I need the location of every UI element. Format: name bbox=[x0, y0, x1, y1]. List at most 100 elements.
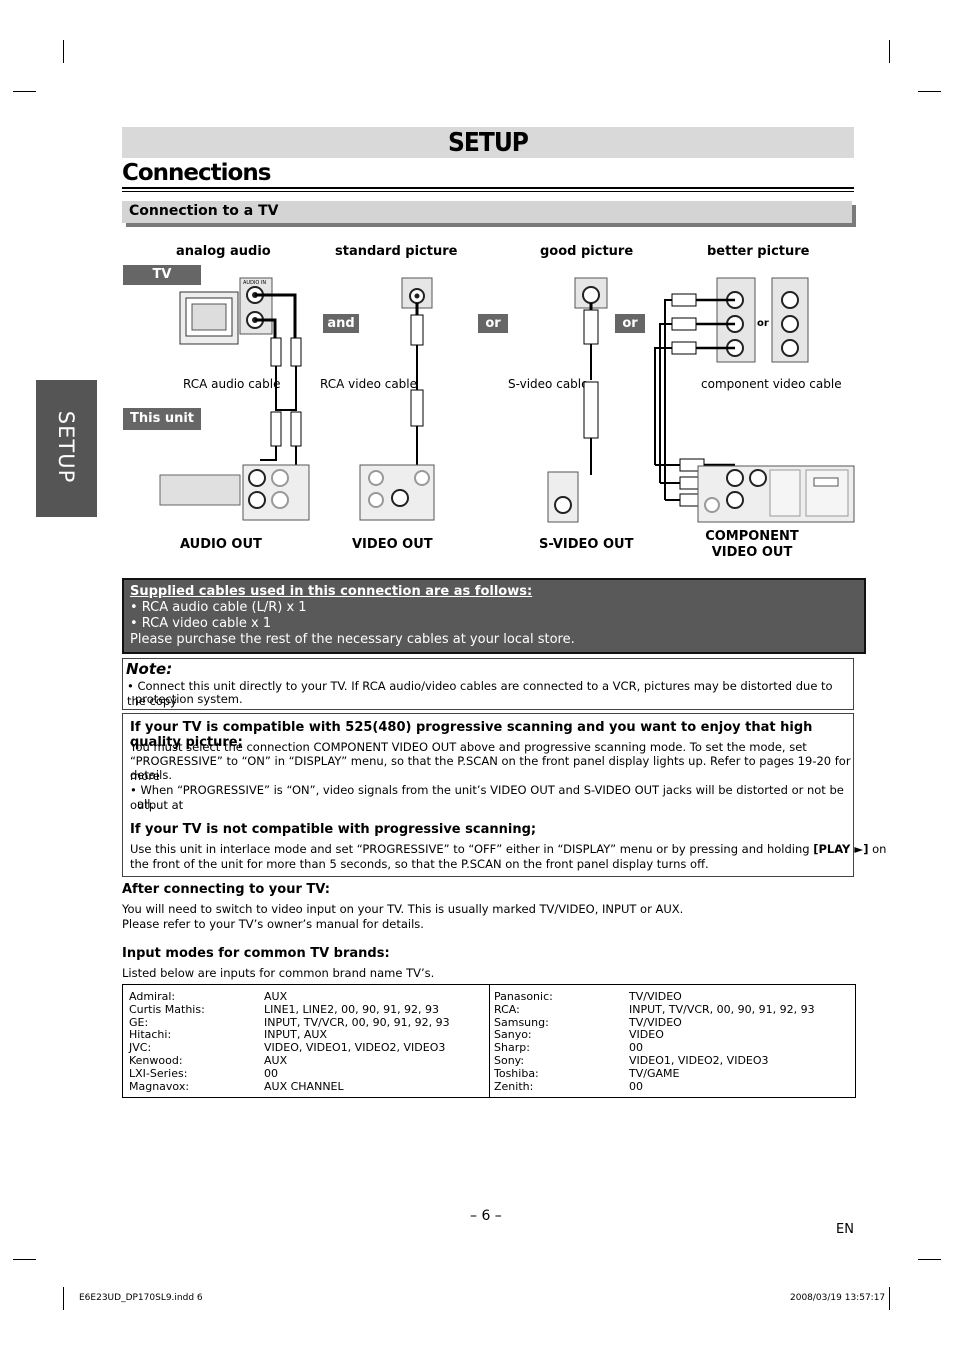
table-brand-cell: Hitachi: bbox=[129, 1028, 172, 1042]
table-mode-cell: INPUT, AUX bbox=[264, 1028, 327, 1042]
note-text: protection system. bbox=[135, 692, 243, 706]
column-label-standard-picture: standard picture bbox=[335, 244, 458, 259]
unit-component-out-panel bbox=[697, 465, 855, 523]
table-mode-cell: 00 bbox=[629, 1041, 643, 1055]
title-rule bbox=[122, 187, 854, 189]
table-mode-cell: TV/GAME bbox=[629, 1066, 680, 1080]
brand-table: Admiral: AUX Curtis Mathis: LINE1, LINE2, 0… bbox=[122, 984, 856, 1098]
table-mode-cell: 00 bbox=[264, 1066, 278, 1080]
progressive-box: If your TV is compatible with 525(480) p… bbox=[122, 713, 886, 877]
after-text: Please refer to your TV’s owner’s manual… bbox=[122, 917, 424, 931]
column-label-analog-audio: analog audio bbox=[176, 244, 271, 259]
footer-file: E6E23UD_DP170SL9.indd 6 bbox=[79, 1293, 203, 1303]
tv-tag: TV bbox=[123, 265, 201, 285]
input-modes-title: Input modes for common TV brands: bbox=[122, 946, 390, 961]
interlace-text: Use this unit in interlace mode and set … bbox=[130, 842, 886, 857]
cable-label: RCA audio cable bbox=[183, 377, 281, 391]
output-label: VIDEO OUT bbox=[352, 537, 433, 552]
crop-mark bbox=[13, 1259, 36, 1260]
table-brand-cell: Sanyo: bbox=[494, 1028, 532, 1042]
subsection-header: Connection to a TV bbox=[122, 201, 852, 223]
subsection-title: Connection to a TV bbox=[129, 203, 279, 219]
note-box: Note: • Connect this unit directly to yo… bbox=[122, 658, 854, 710]
table-brand-cell: Sharp: bbox=[494, 1041, 530, 1055]
or-tag: or bbox=[615, 314, 645, 333]
crop-mark bbox=[889, 40, 890, 63]
interlace-text: the front of the unit for more than 5 se… bbox=[130, 857, 709, 871]
page-title: Connections bbox=[122, 160, 271, 186]
cable-label: RCA video cable bbox=[320, 377, 418, 391]
footer-timestamp: 2008/03/19 13:57:17 bbox=[790, 1293, 886, 1303]
play-button-ref: [PLAY ►] bbox=[813, 842, 869, 856]
progressive-heading: If your TV is compatible with 525(480) p… bbox=[130, 720, 813, 750]
or-tag: or bbox=[478, 314, 508, 333]
table-mode-cell: INPUT, TV/VCR, 00, 90, 91, 92, 93 bbox=[629, 1002, 815, 1016]
table-brand-cell: Panasonic: bbox=[494, 990, 553, 1003]
supplied-item: • RCA video cable x 1 bbox=[130, 616, 272, 631]
side-tab: SETUP bbox=[36, 380, 97, 517]
table-brand-cell: Kenwood: bbox=[129, 1054, 183, 1067]
after-title: After connecting to your TV: bbox=[122, 882, 330, 897]
section-banner: SETUP bbox=[122, 127, 854, 158]
tv-component-in-panel bbox=[716, 277, 809, 363]
input-modes-intro: Listed below are inputs for common brand… bbox=[122, 966, 435, 980]
table-brand-cell: LXI-Series: bbox=[129, 1066, 188, 1080]
svg-text:AUDIO IN: AUDIO IN bbox=[243, 280, 266, 286]
table-brand-cell: JVC: bbox=[129, 1041, 152, 1055]
crop-mark bbox=[63, 1287, 64, 1310]
table-mode-cell: TV/VIDEO bbox=[629, 1015, 682, 1029]
table-divider bbox=[489, 985, 490, 1097]
after-text: You will need to switch to video input o… bbox=[122, 902, 684, 916]
table-brand-cell: Curtis Mathis: bbox=[129, 1002, 205, 1016]
unit-video-out-panel bbox=[359, 464, 435, 521]
unit-audio-out-panel bbox=[159, 464, 310, 521]
table-brand-cell: Magnavox: bbox=[129, 1079, 190, 1093]
column-label-good-picture: good picture bbox=[540, 244, 634, 259]
table-brand-cell: Sony: bbox=[494, 1054, 525, 1067]
table-brand-cell: Admiral: bbox=[129, 990, 176, 1003]
table-mode-cell: VIDEO bbox=[629, 1028, 664, 1042]
crop-mark bbox=[918, 1259, 941, 1260]
table-mode-cell: INPUT, TV/VCR, 00, 90, 91, 92, 93 bbox=[264, 1015, 450, 1029]
table-mode-cell: AUX bbox=[264, 990, 288, 1003]
output-label: COMPONENT VIDEO OUT bbox=[705, 529, 799, 560]
note-text: • Connect this unit directly to your TV.… bbox=[127, 679, 833, 708]
table-mode-cell: 00 bbox=[629, 1079, 643, 1093]
supplied-title: Supplied cables used in this connection … bbox=[130, 584, 533, 599]
table-brand-cell: Zenith: bbox=[494, 1079, 534, 1093]
column-label-better-picture: better picture bbox=[707, 244, 810, 259]
tv-audio-in-panel: AUDIO IN bbox=[239, 277, 273, 335]
table-brand-cell: Samsung: bbox=[494, 1015, 549, 1029]
table-mode-cell: VIDEO, VIDEO1, VIDEO2, VIDEO3 bbox=[264, 1041, 446, 1055]
connection-diagram: AUDIO IN bbox=[159, 277, 855, 523]
cable-label: S-video cable bbox=[508, 377, 589, 391]
output-label: S-VIDEO OUT bbox=[539, 537, 634, 552]
table-mode-cell: AUX CHANNEL bbox=[264, 1079, 344, 1093]
progressive-text: • When “PROGRESSIVE” is “ON”, video sign… bbox=[130, 783, 844, 812]
cable-label: component video cable bbox=[701, 377, 842, 391]
progressive-text: details. bbox=[130, 768, 172, 782]
or-label-small: or bbox=[757, 318, 769, 329]
progressive-text: all. bbox=[137, 797, 155, 811]
crop-mark bbox=[918, 91, 941, 92]
table-mode-cell: LINE1, LINE2, 00, 90, 91, 92, 93 bbox=[264, 1002, 440, 1016]
table-mode-cell: TV/VIDEO bbox=[629, 990, 682, 1003]
interlace-heading: If your TV is not compatible with progre… bbox=[130, 822, 537, 837]
table-brand-cell: Toshiba: bbox=[494, 1066, 539, 1080]
interlace-text-b: on bbox=[868, 842, 887, 856]
progressive-text: You must select the connection COMPONENT… bbox=[130, 740, 807, 754]
unit-svideo-out-panel bbox=[547, 471, 579, 523]
table-mode-cell: VIDEO1, VIDEO2, VIDEO3 bbox=[629, 1054, 769, 1067]
tv-illustration-icon bbox=[179, 291, 239, 345]
language-label: EN bbox=[836, 1222, 854, 1237]
interlace-text-a: Use this unit in interlace mode and set … bbox=[130, 842, 814, 856]
crop-mark bbox=[13, 91, 36, 92]
table-mode-cell: AUX bbox=[264, 1054, 288, 1067]
progressive-text: “PROGRESSIVE” to “ON” in “DISPLAY” menu,… bbox=[130, 754, 851, 783]
supplied-item: • RCA audio cable (L/R) x 1 bbox=[130, 600, 307, 615]
title-rule-thin bbox=[122, 191, 854, 192]
table-brand-cell: RCA: bbox=[494, 1002, 520, 1016]
supplied-footer: Please purchase the rest of the necessar… bbox=[130, 632, 575, 647]
crop-mark bbox=[63, 40, 64, 63]
note-title: Note: bbox=[126, 660, 173, 678]
